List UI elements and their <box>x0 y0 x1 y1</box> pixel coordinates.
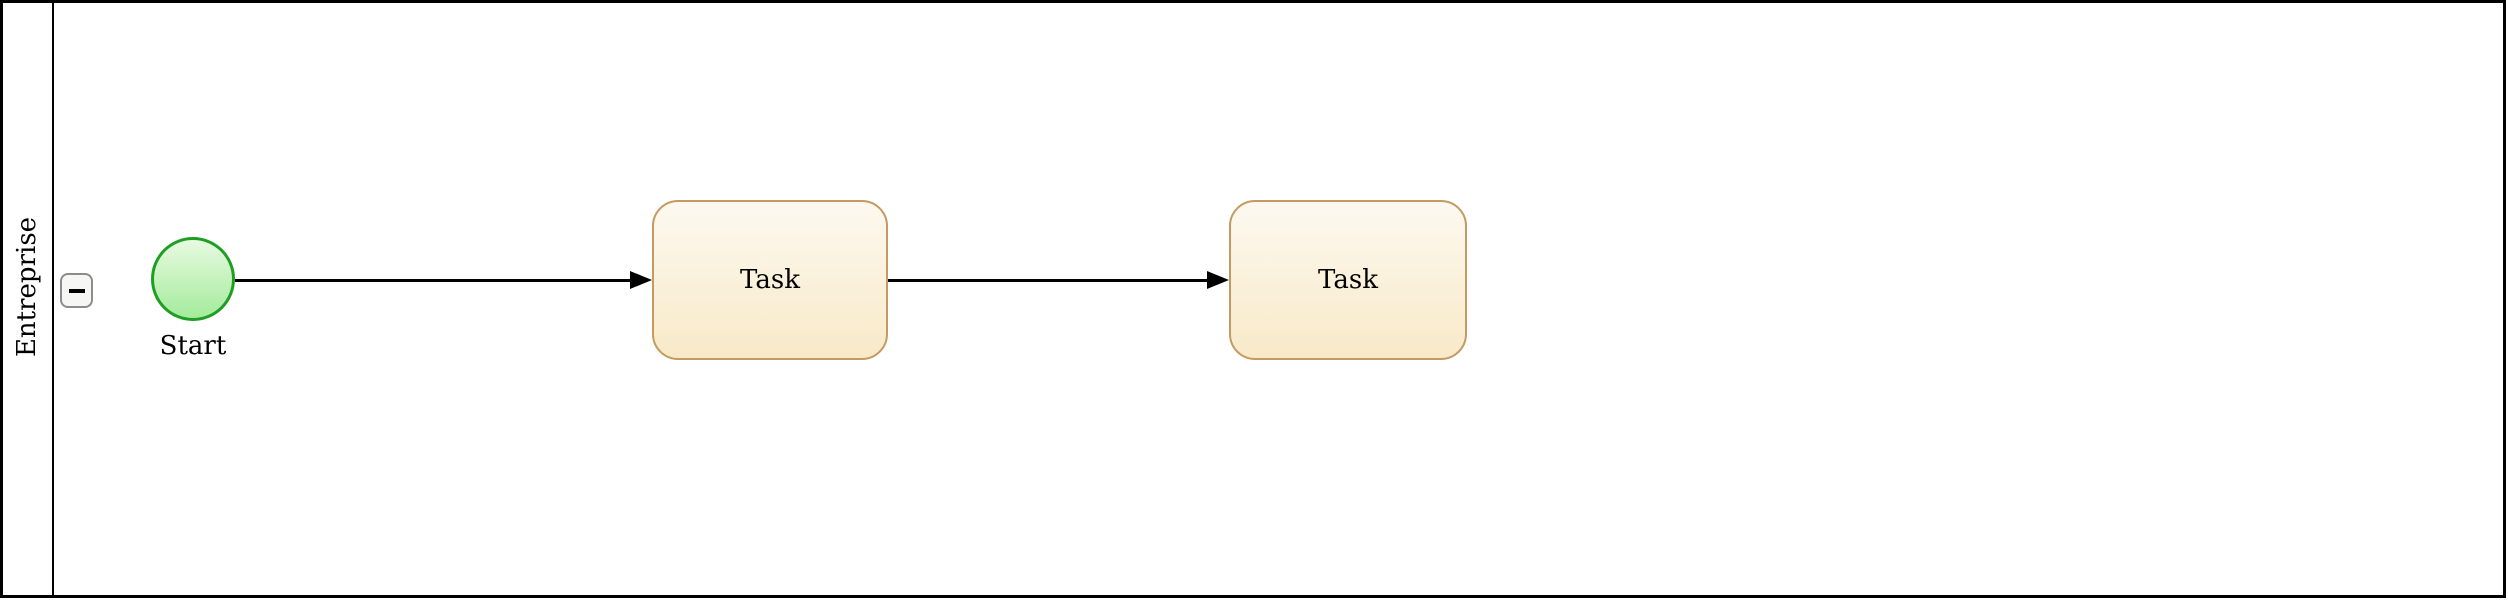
start-event-circle[interactable] <box>151 237 235 321</box>
task-node-1[interactable]: Task <box>652 200 888 360</box>
lane-collapse-button[interactable] <box>60 273 93 308</box>
sequence-flow-2-arrowhead-icon <box>1207 271 1229 289</box>
lane-divider <box>52 3 54 595</box>
lane-title: Entreprise <box>3 3 52 595</box>
task-2-label: Task <box>1318 265 1378 295</box>
start-event-label: Start <box>159 331 227 361</box>
task-node-2[interactable]: Task <box>1229 200 1467 360</box>
sequence-flow-2 <box>888 279 1207 282</box>
sequence-flow-1-arrowhead-icon <box>630 271 652 289</box>
minus-icon <box>68 288 85 293</box>
sequence-flow-1 <box>235 279 630 282</box>
task-1-label: Task <box>740 265 800 295</box>
lane-label: Entreprise <box>12 216 43 358</box>
